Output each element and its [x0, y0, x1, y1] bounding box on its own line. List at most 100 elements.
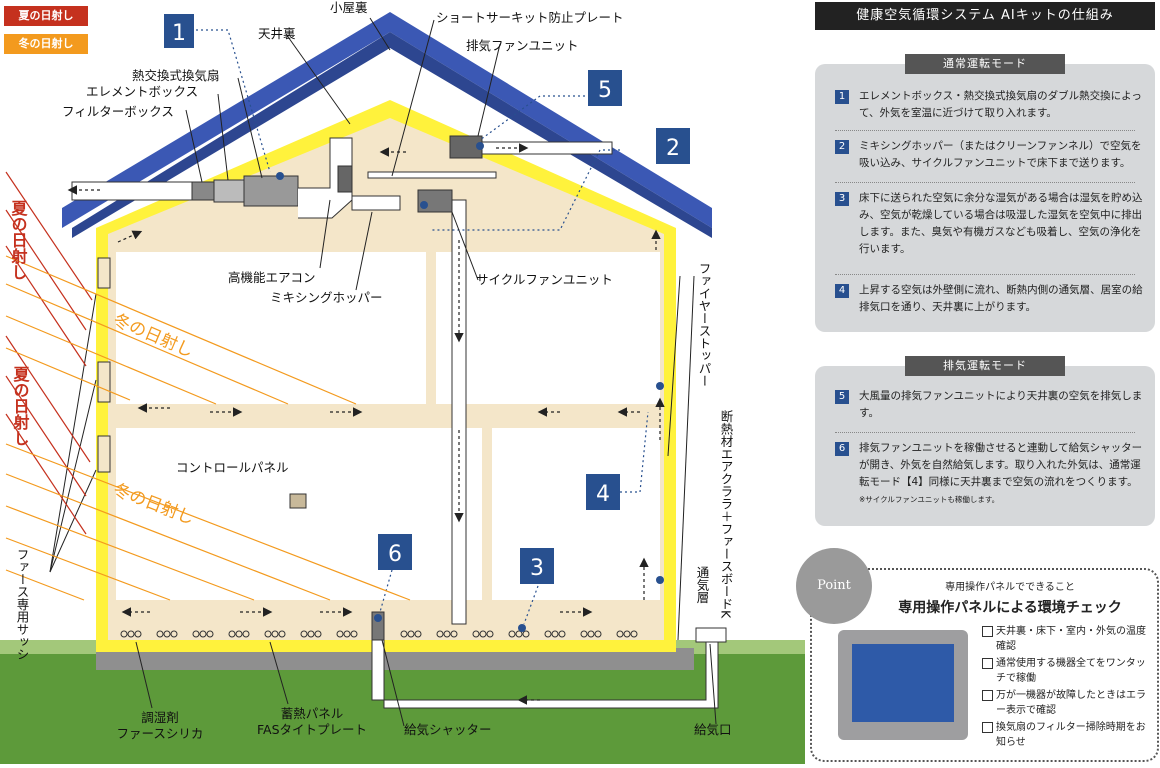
filter-box[interactable]	[191, 181, 215, 201]
room-upper-left	[116, 252, 426, 404]
label-control-panel: コントロールパネル	[176, 460, 289, 475]
heat-exchanger-fan[interactable]	[243, 175, 299, 207]
label-short-circuit-plate: ショートサーキット防止プレート	[436, 10, 624, 25]
element-box[interactable]	[213, 179, 245, 203]
underfloor-panels	[120, 630, 638, 638]
label-filter-box: フィルターボックス	[62, 104, 174, 119]
house-diagram: 1 2 3 4 5 6 小屋裏 天井裏 ショートサーキット防止プレート 排気ファ…	[0, 0, 805, 764]
check-item-3-text: 万が一機器が故障したときはエラー表示で確認	[996, 690, 1146, 716]
step-3: 3 床下に送られた空気に余分な湿気がある場合は湿気を貯め込み、空気が乾燥している場…	[835, 190, 1145, 258]
mixing-hopper[interactable]	[351, 195, 401, 211]
badge-2: 2	[666, 136, 680, 161]
checkbox-icon	[982, 658, 993, 669]
badge-4: 4	[596, 482, 610, 507]
step-1-text: エレメントボックス・熱交換式換気扇のダブル熱交換によって、外気を室温に近づけて取…	[859, 90, 1142, 119]
summer-sun-rays	[5, 171, 93, 535]
label-insulation: 断熱材エアクララ＋ファースボードK	[719, 409, 734, 619]
normal-mode-box: 通常運転モード 1 エレメントボックス・熱交換式換気扇のダブル熱交換によって、外気…	[815, 54, 1155, 332]
step-3-text: 床下に送られた空気に余分な湿気がある場合は湿気を貯め込み、空気が乾燥している場合…	[859, 192, 1143, 255]
legend-summer: 夏の日射し	[4, 6, 88, 26]
point-subtitle: 専用操作パネルでできること	[945, 582, 1075, 593]
label-attic: 小屋裏	[330, 0, 368, 15]
label-storage-panel: 蓄熱パネル FASタイトプレート	[257, 706, 367, 737]
short-circuit-plate	[367, 171, 497, 179]
normal-mode-heading: 通常運転モード	[905, 54, 1065, 74]
winter-sun-rays	[5, 255, 411, 601]
step-6-note: ※サイクルファンユニットも稼働します。	[859, 495, 1000, 504]
wall-right-insulation	[664, 244, 676, 652]
label-fas-sash: ファース専用サッシ	[15, 548, 30, 661]
supply-inlet[interactable]	[695, 627, 727, 643]
label-ceiling-space: 天井裏	[258, 26, 296, 41]
room-upper-right	[436, 252, 660, 404]
step-4: 4 上昇する空気は外壁側に流れ、断熱内側の通気層、居室の給排気口を通り、天井裏に上…	[835, 282, 1145, 316]
check-item-1-text: 天井裏・床下・室内・外気の温度確認	[996, 626, 1146, 652]
label-element-box: エレメントボックス	[86, 84, 198, 99]
checkbox-icon	[982, 626, 993, 637]
label-air-layer: 通気層	[695, 566, 710, 604]
foundation	[96, 648, 694, 670]
separator	[835, 130, 1135, 131]
point-box	[810, 568, 1159, 762]
checkbox-icon	[982, 722, 993, 733]
step-3-number: 3	[835, 192, 849, 206]
airflow-arrows	[67, 143, 665, 705]
badge-6: 6	[388, 542, 402, 567]
point-badge: Point	[796, 548, 872, 624]
step-2: 2 ミキシングホッパー（またはクリーンファンネル）で空気を吸い込み、サイクルファン…	[835, 138, 1145, 172]
flow-dots	[276, 142, 664, 632]
label-cycle-fan-unit: サイクルファンユニット	[476, 272, 613, 287]
step-2-number: 2	[835, 140, 849, 154]
check-item-2-text: 通常使用する機器全てをワンタッチで稼働	[996, 658, 1146, 684]
label-supply-inlet: 給気口	[694, 722, 732, 737]
sash-lower[interactable]	[97, 435, 111, 473]
badge-5: 5	[598, 78, 612, 103]
legend-winter: 冬の日射し	[4, 34, 88, 54]
label-storage-panel-line1: 蓄熱パネル	[281, 706, 344, 721]
step-6: 6 排気ファンユニットを稼働させると連動して給気シャッターが開き、外気を自然給気し…	[835, 440, 1145, 508]
room-lower-right	[492, 428, 660, 600]
checkbox-icon	[982, 690, 993, 701]
ac-duct	[298, 137, 353, 219]
control-panel[interactable]	[289, 493, 307, 509]
badge-3: 3	[530, 556, 544, 581]
check-item-2: 通常使用する機器全てをワンタッチで稼働	[982, 656, 1152, 686]
step-5-text: 大風量の排気ファンユニットにより天井裏の空気を排気します。	[859, 390, 1143, 419]
label-desiccant-line1: 調湿剤	[141, 710, 179, 725]
label-storage-panel-line2: FASタイトプレート	[257, 722, 367, 737]
separator	[835, 432, 1135, 433]
label-summer-sun-2: 夏の日射し	[11, 366, 31, 446]
step-4-text: 上昇する空気は外壁側に流れ、断熱内側の通気層、居室の給排気口を通り、天井裏に上が…	[859, 284, 1143, 313]
check-item-3: 万が一機器が故障したときはエラー表示で確認	[982, 688, 1152, 718]
step-6-number: 6	[835, 442, 849, 456]
separator	[835, 274, 1135, 275]
label-heat-exchanger: 熱交換式換気扇	[132, 68, 220, 83]
step-2-text: ミキシングホッパー（またはクリーンファンネル）で空気を吸い込み、サイクルファンユ…	[859, 140, 1142, 169]
sash-upper[interactable]	[97, 257, 111, 289]
exhaust-mode-heading: 排気運転モード	[905, 356, 1065, 376]
label-desiccant-line2: ファースシリカ	[117, 726, 204, 741]
high-efficiency-ac[interactable]	[337, 165, 353, 193]
step-1: 1 エレメントボックス・熱交換式換気扇のダブル熱交換によって、外気を室温に近づけて…	[835, 88, 1145, 122]
control-panel-image	[838, 630, 968, 740]
step-1-number: 1	[835, 90, 849, 104]
check-item-4-text: 換気扇のフィルター掃除時期をお知らせ	[996, 722, 1146, 748]
label-exhaust-fan-unit: 排気ファンユニット	[466, 38, 579, 53]
check-item-1: 天井裏・床下・室内・外気の温度確認	[982, 624, 1152, 654]
step-4-number: 4	[835, 284, 849, 298]
panel-title: 健康空気循環システム AIキットの仕組み	[815, 2, 1155, 30]
number-badges	[164, 14, 690, 584]
label-summer-sun-1: 夏の日射し	[9, 200, 29, 280]
control-panel-screen	[852, 644, 954, 722]
badge-1: 1	[172, 21, 186, 46]
step-6-text: 排気ファンユニットを稼働させると連動して給気シャッターが開き、外気を自然給気しま…	[859, 442, 1143, 488]
separator	[835, 182, 1135, 183]
exhaust-duct	[481, 141, 613, 155]
check-item-4: 換気扇のフィルター掃除時期をお知らせ	[982, 720, 1152, 750]
label-high-efficiency-ac: 高機能エアコン	[228, 270, 316, 285]
point-title: 専用操作パネルによる環境チェック	[898, 600, 1122, 616]
sash-middle[interactable]	[97, 361, 111, 403]
